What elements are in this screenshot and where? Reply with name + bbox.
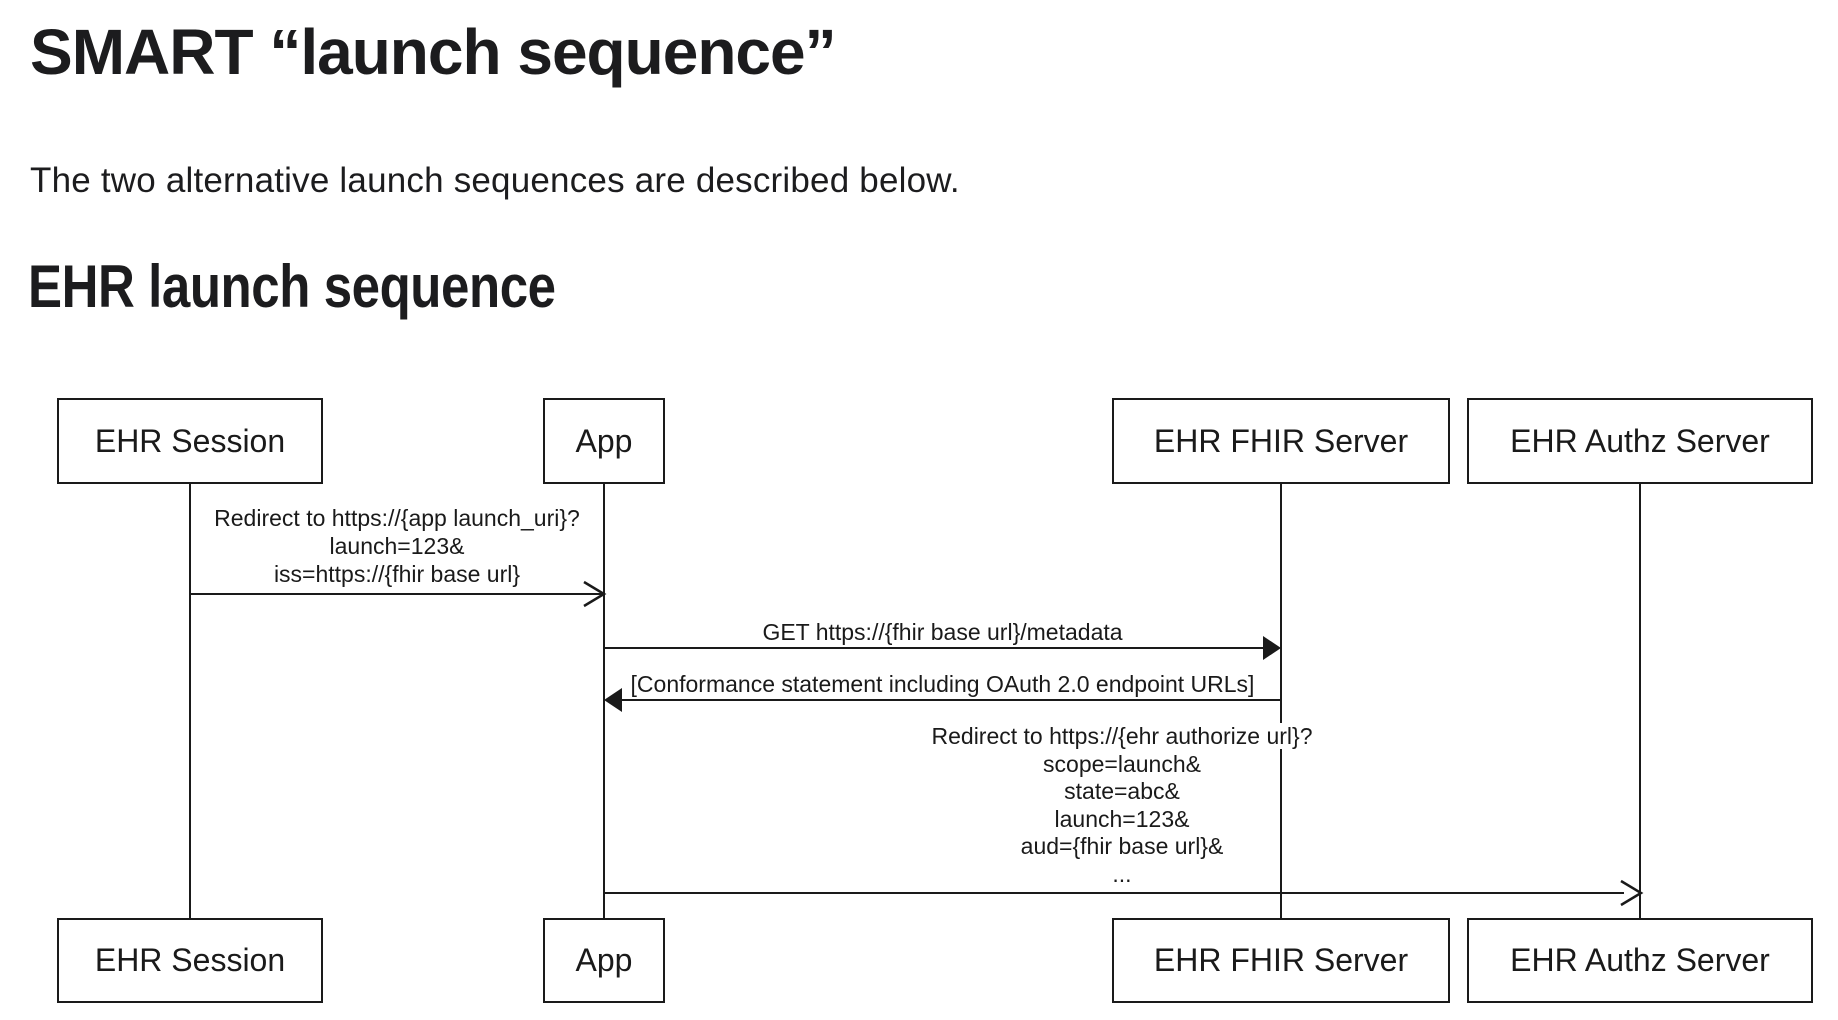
arrowhead-filled-icon <box>604 688 622 712</box>
actor-box-ehr-authz-server-top: EHR Authz Server <box>1467 398 1813 484</box>
intro-paragraph: The two alternative launch sequences are… <box>30 161 960 200</box>
actor-label: EHR Session <box>94 422 286 459</box>
message-label-redirect-to-app: Redirect to https://{app launch_uri}? la… <box>190 504 604 588</box>
message-label-redirect-to-authorize: Redirect to https://{ehr authorize url}?… <box>604 723 1640 888</box>
page-title: SMART “launch sequence” <box>30 16 837 88</box>
actor-box-ehr-authz-server-bottom: EHR Authz Server <box>1467 918 1813 1003</box>
message-line-conformance-statement <box>619 699 1281 701</box>
arrowhead-open-icon <box>1620 879 1644 907</box>
lifeline-ehr-fhir-server <box>1280 484 1282 918</box>
actor-label: App <box>575 942 633 978</box>
actor-label: EHR Session <box>94 942 286 978</box>
message-line-redirect-to-authorize <box>604 892 1624 894</box>
message-label-conformance-statement: [Conformance statement including OAuth 2… <box>604 670 1281 698</box>
message-line-get-metadata <box>604 647 1266 649</box>
actor-label: App <box>575 422 633 459</box>
arrowhead-open-icon <box>583 580 607 608</box>
actor-label: EHR Authz Server <box>1510 422 1770 459</box>
actor-box-ehr-session-top: EHR Session <box>57 398 323 484</box>
arrowhead-filled-icon <box>1263 636 1281 660</box>
actor-label: EHR FHIR Server <box>1153 942 1409 978</box>
message-label-get-metadata: GET https://{fhir base url}/metadata <box>604 618 1281 646</box>
actor-box-app-top: App <box>543 398 665 484</box>
lifeline-ehr-authz-server <box>1639 484 1641 918</box>
actor-label: EHR Authz Server <box>1510 942 1770 978</box>
actor-label: EHR FHIR Server <box>1153 422 1409 459</box>
actor-box-ehr-fhir-server-bottom: EHR FHIR Server <box>1112 918 1450 1003</box>
actor-box-ehr-session-bottom: EHR Session <box>57 918 323 1003</box>
lifeline-ehr-session <box>189 484 191 918</box>
actor-box-app-bottom: App <box>543 918 665 1003</box>
section-heading: EHR launch sequence <box>28 253 556 320</box>
actor-box-ehr-fhir-server-top: EHR FHIR Server <box>1112 398 1450 484</box>
message-line-redirect-to-app <box>190 593 604 595</box>
